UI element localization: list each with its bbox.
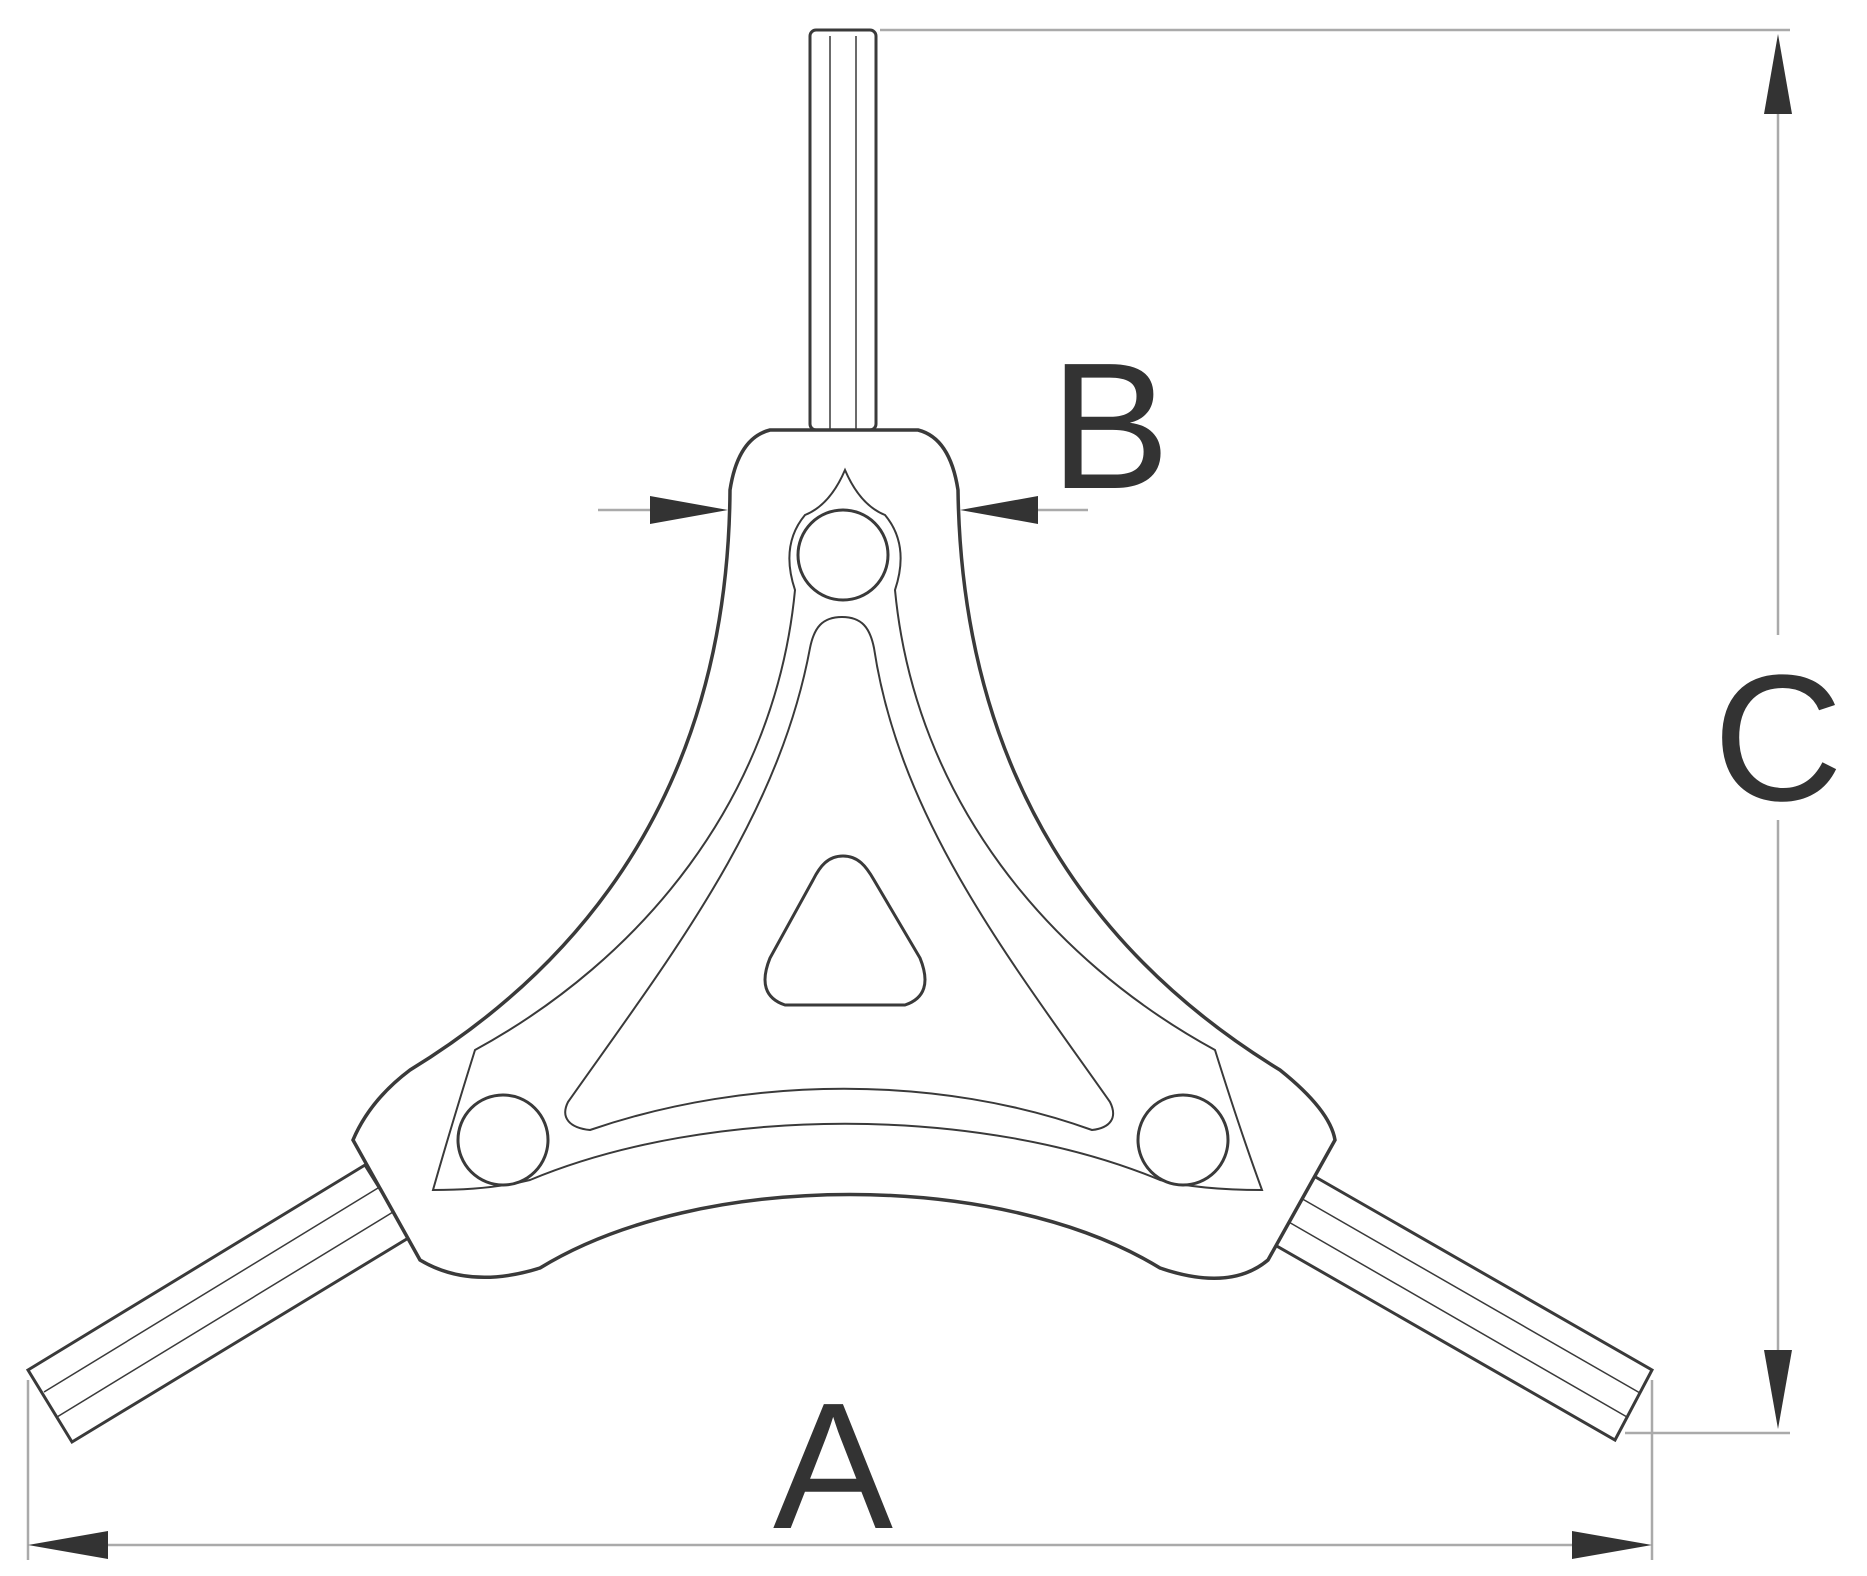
handle-inner-recess [431,467,1264,1192]
dimension-b [598,496,1088,524]
dimension-c [880,28,1792,1435]
dimension-c-label: C [1713,638,1843,839]
rivet-hole-right [1136,1093,1230,1187]
dimension-c-bottom-arrow [1764,1350,1792,1429]
handle-inner-slot [564,615,1115,1132]
right-hex-shaft [1272,1172,1655,1443]
dimension-a-right-arrow [1572,1531,1652,1559]
dimension-b-label: B [1050,326,1170,527]
dimension-a [26,1380,1654,1560]
dimension-c-top-arrow [1764,34,1792,114]
handle-body-outline [351,428,1337,1280]
dimension-a-left-arrow [28,1531,108,1559]
dimension-b-left-arrow [650,496,728,524]
center-triangle-cutout [763,854,927,1007]
dimension-b-right-arrow [960,496,1038,524]
left-hex-shaft [25,1162,413,1445]
top-hex-shaft [808,28,878,432]
dimension-a-label: A [773,1366,893,1567]
rivet-hole-top [796,508,890,602]
rivet-hole-left [456,1093,550,1187]
